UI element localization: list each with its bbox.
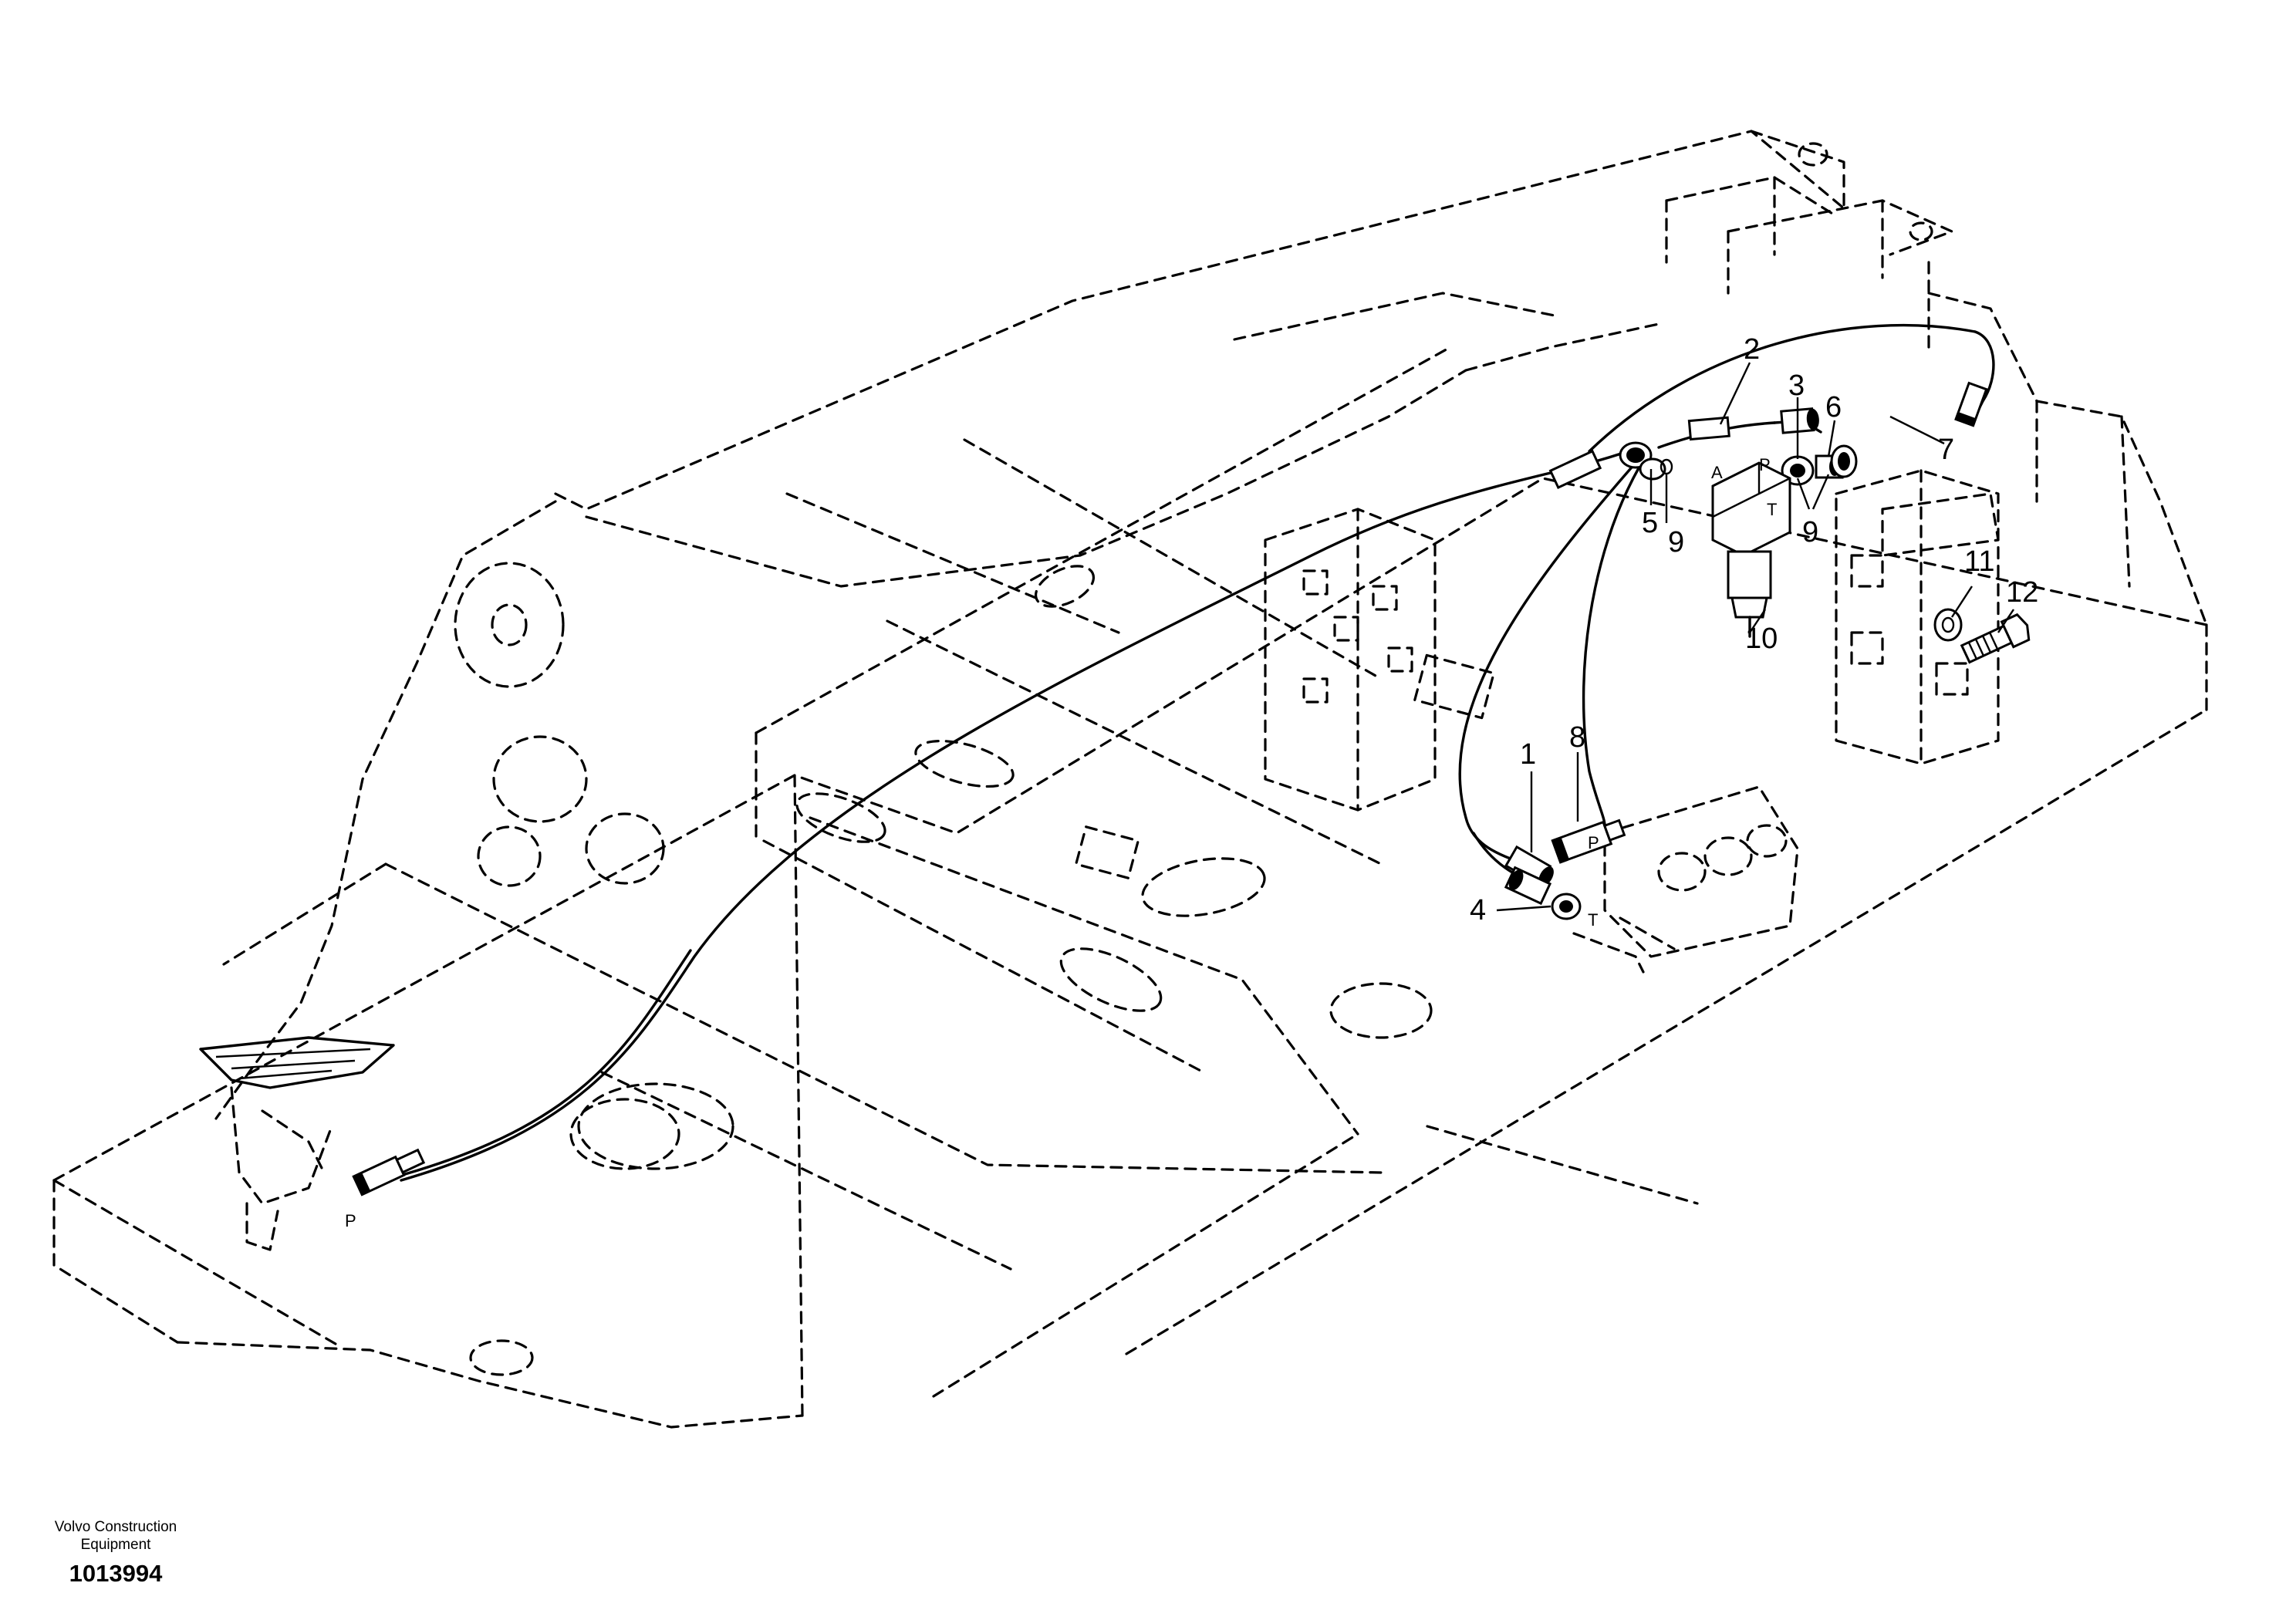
port-labels: P A P T P T — [345, 455, 1777, 1230]
port-label-p-valve: P — [1759, 455, 1771, 474]
fitting-item-4-hose — [1504, 866, 1552, 906]
callout-8: 8 — [1569, 721, 1585, 754]
frame-outline — [52, 130, 2208, 1429]
pedal-hose-end-fitting — [352, 1148, 426, 1196]
fitting-item-5 — [1619, 441, 1666, 481]
solenoid-valve-bank — [1572, 785, 1799, 974]
leader-lines — [1496, 362, 2014, 912]
callout-2: 2 — [1744, 333, 1760, 366]
port-label-p-bank: P — [1588, 833, 1599, 852]
washer-item-11 — [1933, 608, 1963, 642]
port-label-a-valve: A — [1711, 463, 1723, 482]
hose-item-7-fitting — [1954, 381, 1988, 427]
fitting-item-8 — [1551, 818, 1626, 864]
document-number: 1013994 — [69, 1560, 163, 1587]
foot-pedal — [199, 1036, 395, 1251]
bolt-item-12 — [1960, 613, 2031, 664]
fittings — [352, 381, 2031, 1196]
callout-11: 11 — [1964, 545, 1994, 578]
callout-12: 12 — [2006, 576, 2038, 609]
callout-labels: 1 2 3 4 5 6 7 8 9 9 10 11 12 — [1470, 333, 2038, 926]
callout-10: 10 — [1745, 623, 1778, 655]
callout-4: 4 — [1470, 894, 1486, 926]
callout-6: 6 — [1825, 391, 1842, 424]
hose-item-7-nut — [1830, 444, 1858, 478]
upper-hose-end-fitting — [1548, 449, 1602, 489]
fitting-item-4 — [1551, 893, 1582, 920]
callout-1: 1 — [1520, 738, 1536, 771]
control-valve-block — [1264, 508, 1437, 812]
callout-5: 5 — [1642, 507, 1658, 539]
o-ring-item-9 — [1660, 458, 1673, 475]
callout-9a: 9 — [1668, 526, 1684, 559]
hose-item-2-fittings — [1687, 407, 1819, 441]
pilot-valve-block — [1835, 469, 2000, 765]
port-label-t-bank: T — [1588, 910, 1598, 930]
pressure-valve-item-10 — [1711, 461, 1791, 638]
callout-9b: 9 — [1802, 516, 1818, 548]
port-label-p-pedal: P — [345, 1211, 356, 1230]
port-label-t-valve: T — [1767, 500, 1777, 519]
callout-7: 7 — [1938, 434, 1954, 466]
callout-3: 3 — [1788, 370, 1805, 402]
hoses — [400, 323, 1995, 1182]
